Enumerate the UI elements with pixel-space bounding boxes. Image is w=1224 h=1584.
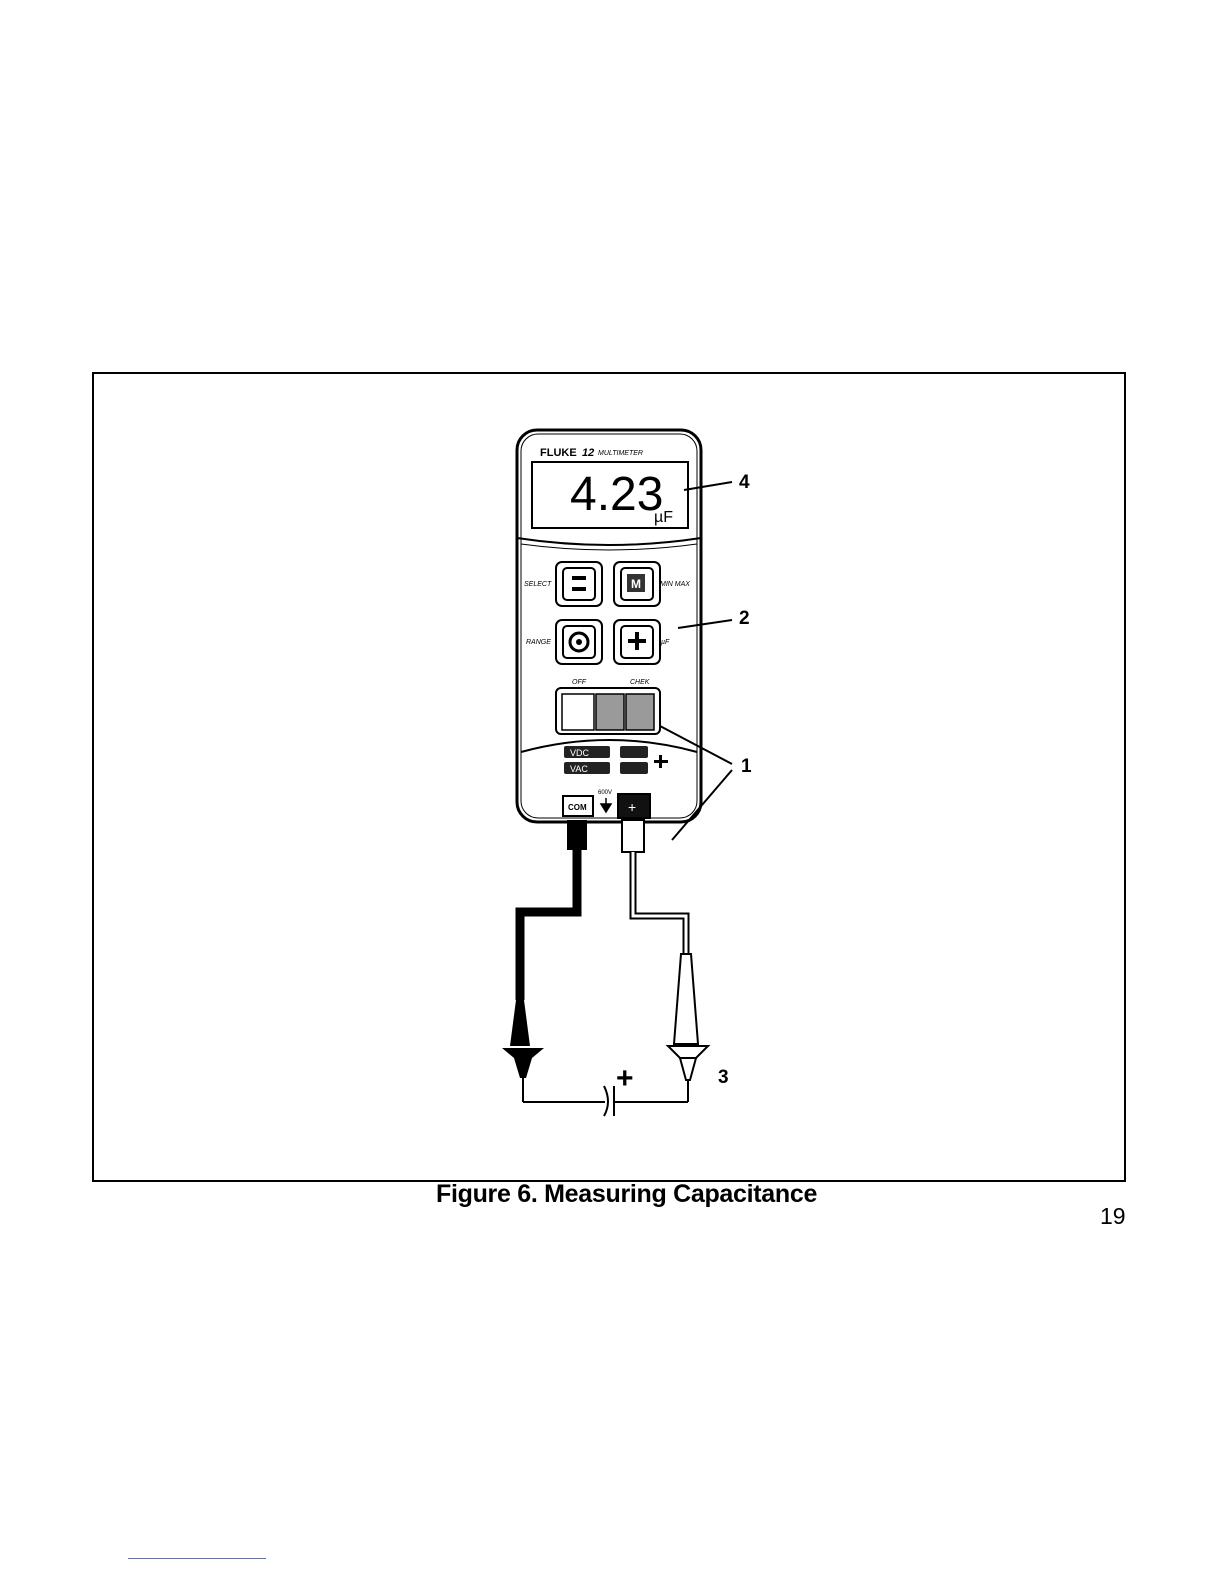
footer-rule <box>128 1558 266 1559</box>
callout-3: 3 <box>718 1067 729 1088</box>
com-jack[interactable]: COM <box>563 796 593 816</box>
select-label: SELECT <box>524 581 552 588</box>
vdc-label: VDC <box>570 748 590 758</box>
range-label: RANGE <box>526 639 551 646</box>
display-value: 4.23 <box>570 468 663 521</box>
red-test-lead <box>622 820 708 1102</box>
multimeter-body: FLUKE 12 MULTIMETER 4.23 µF SELECT M MIN… <box>517 430 701 822</box>
uf-label: µF <box>661 639 670 646</box>
minmax-button[interactable]: M <box>614 562 660 606</box>
vac-label: VAC <box>570 764 588 774</box>
model-label: 12 <box>582 447 594 459</box>
com-label: COM <box>568 803 587 812</box>
black-test-lead <box>502 820 587 1102</box>
input-jack[interactable]: + <box>618 794 650 818</box>
voltage-label: 600V <box>598 790 612 796</box>
off-label: OFF <box>572 679 587 686</box>
select-button[interactable] <box>556 562 602 606</box>
check-label: CHEK <box>630 679 650 686</box>
function-switch[interactable] <box>556 688 660 734</box>
display-unit: µF <box>654 509 673 526</box>
page-number: 19 <box>1100 1203 1126 1230</box>
minmax-label: MIN MAX <box>660 581 690 588</box>
capacitance-button[interactable] <box>614 620 660 664</box>
callout-1: 1 <box>741 756 752 777</box>
capacitor-plus-label: + <box>616 1062 634 1095</box>
range-button[interactable] <box>556 620 602 664</box>
brand-label: FLUKE <box>540 447 577 459</box>
model-sub-label: MULTIMETER <box>598 450 643 457</box>
capacitor-circuit: + <box>523 1062 688 1116</box>
minmax-icon: M <box>631 577 641 591</box>
callout-4: 4 <box>739 472 750 493</box>
callout-2: 2 <box>739 608 750 629</box>
input-jack-plus: + <box>628 799 636 815</box>
figure-caption: Figure 6. Measuring Capacitance <box>436 1180 817 1209</box>
